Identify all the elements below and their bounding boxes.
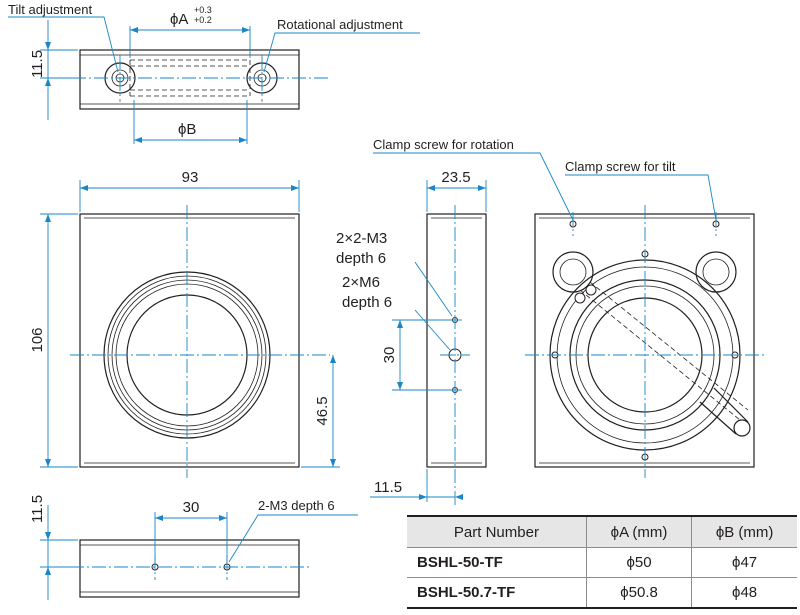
table-header-row: Part Number ϕA (mm) ϕB (mm) xyxy=(407,515,797,548)
dim-center-offset: 46.5 xyxy=(314,396,331,425)
dim-height: 106 xyxy=(29,327,46,352)
bottom-view xyxy=(40,505,358,600)
label-clamp-screw-tilt: Clamp screw for tilt xyxy=(565,159,676,174)
rotation-slot-edge xyxy=(699,401,737,435)
tilt-lobe-left xyxy=(552,251,594,293)
back-view xyxy=(373,152,765,478)
side-view xyxy=(370,180,487,505)
bottom-view-body xyxy=(79,539,300,598)
table-cell-phiA: ϕ50.8 xyxy=(585,577,693,609)
label-clamp-screw-rotation: Clamp screw for rotation xyxy=(373,137,514,152)
rotation-slot-end xyxy=(733,419,751,437)
dim-phiA-tol-lower: +0.2 xyxy=(194,15,212,25)
table-header-phiA: ϕA (mm) xyxy=(585,515,693,548)
top-view xyxy=(8,16,420,144)
dim-top-height: 11.5 xyxy=(29,50,46,78)
dim-width: 93 xyxy=(182,169,199,186)
leader-2-m3 xyxy=(228,514,358,563)
leader-tilt-adjustment xyxy=(8,16,119,73)
tilt-lobe-left-inner xyxy=(559,258,587,286)
dim-side-offset: 11.5 xyxy=(374,479,402,496)
back-view-hidden xyxy=(589,281,749,411)
front-view-body xyxy=(79,213,300,468)
back-view-body xyxy=(534,213,755,468)
front-view xyxy=(40,180,340,478)
label-2x-m6: 2×M6 xyxy=(342,274,380,291)
tilt-lobe-right xyxy=(695,251,737,293)
label-tilt-adjustment: Tilt adjustment xyxy=(8,2,92,17)
tilt-lobe-right-inner xyxy=(702,258,730,286)
dim-m6-pitch: 30 xyxy=(381,347,398,364)
table-cell-phiA: ϕ50 xyxy=(585,547,693,578)
back-view-hidden xyxy=(579,289,741,421)
leader-2x-m6 xyxy=(414,309,451,351)
dim-phiA-tol-upper: +0.3 xyxy=(194,5,212,15)
dim-phiB: ϕB xyxy=(178,121,196,138)
table-header-part-number: Part Number xyxy=(407,515,587,548)
leader-2x2-m3 xyxy=(414,261,453,317)
table-cell-part-number: BSHL-50-TF xyxy=(407,547,587,578)
label-2x-m6-depth: depth 6 xyxy=(342,294,392,311)
dim-phiA: ϕA xyxy=(170,11,188,28)
dim-side-thickness: 23.5 xyxy=(441,169,470,186)
table-cell-phiB: ϕ47 xyxy=(691,547,797,578)
table-cell-part-number: BSHL-50.7-TF xyxy=(407,577,587,609)
side-view-body xyxy=(426,213,487,468)
dim-bottom-pitch: 30 xyxy=(183,499,200,516)
dim-bottom-height: 11.5 xyxy=(29,495,46,523)
clamp-screw-head xyxy=(574,292,586,304)
leader-rotational-adjustment xyxy=(263,32,420,73)
label-2x2-m3-depth: depth 6 xyxy=(336,250,386,267)
label-2x2-m3: 2×2-M3 xyxy=(336,230,387,247)
leader-clamp-rotation xyxy=(373,152,574,221)
leader-clamp-tilt xyxy=(565,174,717,221)
label-2-m3: 2-M3 depth 6 xyxy=(258,498,335,513)
top-view-body xyxy=(79,49,300,110)
table-row: BSHL-50.7-TF ϕ50.8 ϕ48 xyxy=(407,577,797,609)
label-rotational-adjustment: Rotational adjustment xyxy=(277,17,403,32)
table-cell-phiB: ϕ48 xyxy=(691,577,797,609)
rotation-slot-edge xyxy=(713,387,749,423)
clamp-screw-head xyxy=(585,284,597,296)
part-number-table: Part Number ϕA (mm) ϕB (mm) BSHL-50-TF ϕ… xyxy=(407,515,797,609)
table-row: BSHL-50-TF ϕ50 ϕ47 xyxy=(407,547,797,578)
table-header-phiB: ϕB (mm) xyxy=(691,515,797,548)
